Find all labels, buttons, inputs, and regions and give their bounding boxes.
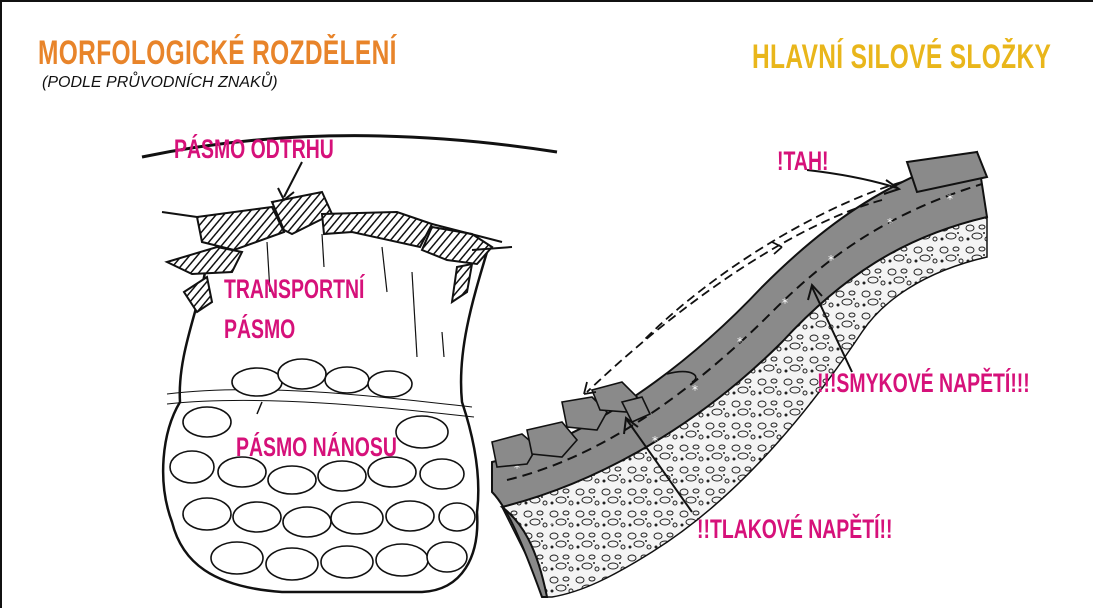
title-left: MORFOLOGICKÉ ROZDĚLENÍ [38,34,397,73]
subtitle-left: (PODLE PRŮVODNÍCH ZNAKŮ) [42,74,278,92]
scarp-block-6 [184,277,212,312]
label-tlakove-napeti: !!TLAKOVÉ NAPĚTÍ!! [697,514,892,545]
svg-text:*: * [547,521,553,535]
svg-text:*: * [652,434,658,448]
svg-text:*: * [947,192,953,206]
label-pasmo-nanosu: PÁSMO NÁNOSU [236,432,397,463]
label-tah: !TAH! [777,146,828,177]
svg-text:*: * [737,335,743,349]
landslide-sketch [142,136,557,592]
label-smykove-napeti: !!!SMYKOVÉ NAPĚTÍ!!! [817,368,1030,399]
scarp-block-7 [452,264,472,302]
svg-text:*: * [692,383,698,397]
scarp-block-1 [197,207,284,250]
label-pasmo: PÁSMO [224,314,295,345]
scarp-block-3 [322,212,432,247]
scarp-block-5 [167,247,242,274]
label-pasmo-odtrhu: PÁSMO ODTRHU [174,134,334,165]
accumulation-boundary [167,390,472,407]
svg-text:*: * [828,253,834,267]
label-transportni: TRANSPORTNÍ [224,274,364,305]
svg-text:*: * [782,296,788,310]
svg-text:*: * [597,481,603,495]
svg-text:*: * [887,216,893,230]
title-right: HLAVNÍ SILOVÉ SLOŽKY [752,38,1051,77]
scarp-block-4 [422,227,492,264]
